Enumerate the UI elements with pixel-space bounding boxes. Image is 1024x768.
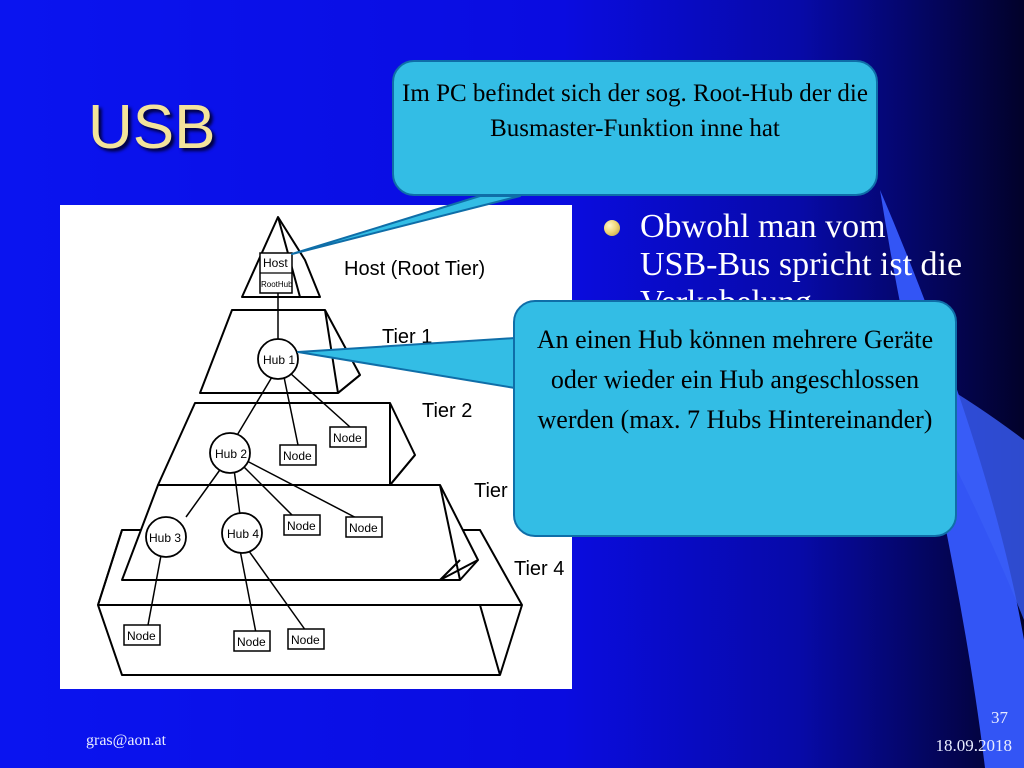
connection-lines [147, 293, 367, 634]
node-label: Node [333, 431, 362, 445]
page-number: 37 [991, 708, 1008, 727]
hub1-label: Hub 1 [263, 353, 295, 367]
footer-email: gras@aon.at [86, 732, 167, 749]
node-label: Node [349, 521, 378, 535]
tier4-label: Tier 4 [514, 558, 564, 580]
hub4-label: Hub 4 [227, 527, 259, 541]
tier-host-label: Host (Root Tier) [344, 258, 485, 280]
hub-callout: An einen Hub können mehrere Geräte oder … [513, 300, 957, 537]
accent-swoosh-2 [900, 360, 1024, 620]
slide-title: USB [88, 93, 216, 162]
usb-tier-diagram: Host RootHub Hub 1 Hub 2 Hub 3 Hub 4 [60, 205, 572, 689]
node-label: Node [291, 633, 320, 647]
tier3-label: Tier 3 [474, 480, 524, 502]
hub2-label: Hub 2 [215, 447, 247, 461]
pyramid-svg: Host RootHub Hub 1 Hub 2 Hub 3 Hub 4 [97, 216, 564, 676]
hub4-circle [221, 512, 263, 554]
node-label: Node [287, 519, 316, 533]
root-hub-callout: Im PC befindet sich der sog. Root-Hub de… [392, 60, 878, 196]
tier1-label: Tier 1 [382, 326, 432, 348]
node-label: Node [237, 635, 266, 649]
tier2-slab [157, 402, 416, 486]
hub3-label: Hub 3 [149, 531, 181, 545]
footer-date: 18.09.2018 [935, 736, 1013, 755]
bullet-dot-icon [604, 220, 620, 236]
node-boxes: Node Node Node Node Node Node Node [123, 426, 383, 652]
root-hub-label: RootHub [261, 280, 293, 289]
node-label: Node [283, 449, 312, 463]
hub2-circle [209, 432, 251, 474]
host-label: Host [263, 256, 288, 270]
tier2-label: Tier 2 [422, 400, 472, 422]
node-label: Node [127, 629, 156, 643]
hub3-circle [145, 516, 187, 558]
